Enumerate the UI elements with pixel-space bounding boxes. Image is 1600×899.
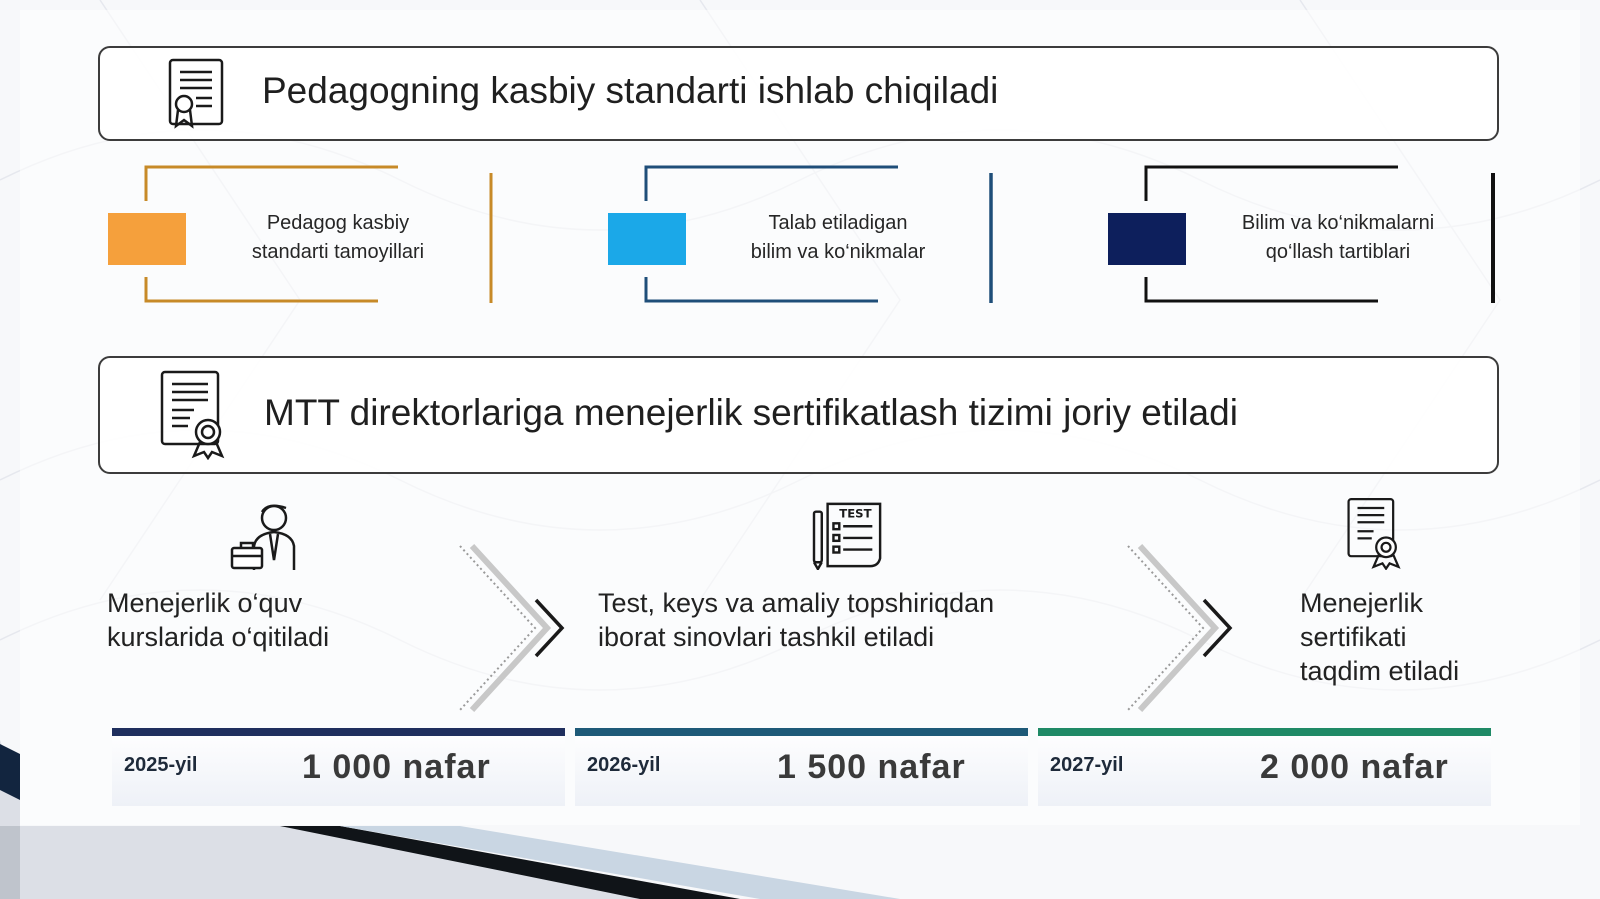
step-testing-text: Test, keys va amaliy topshiriqdan iborat…: [598, 586, 994, 654]
timeline-bar: [112, 728, 565, 736]
pillar-label: Pedagog kasbiy standarti tamoyillari: [218, 209, 458, 267]
orange-square-marker: [108, 213, 186, 265]
chevron-right-icon: [459, 543, 565, 713]
pillar-frame: [644, 165, 993, 303]
navy-square-marker: [1108, 213, 1186, 265]
chevron-right-icon: [1127, 543, 1233, 713]
timeline-2026: 2026-yil 1 500 nafar: [575, 728, 1028, 806]
step-text-line: Menejerlik: [1300, 588, 1424, 618]
timeline-count: 1 000 nafar: [302, 748, 491, 786]
step-text-line: sertifikati: [1300, 622, 1407, 652]
svg-text:TEST: TEST: [839, 507, 871, 521]
pillar-standard-principles: Pedagog kasbiy standarti tamoyillari: [108, 165, 513, 315]
standard-banner: Pedagogning kasbiy standarti ishlab chiq…: [98, 46, 1499, 141]
certificate-document-icon: [1347, 497, 1401, 570]
pillar-frame: [1144, 165, 1495, 303]
step-text-line: iborat sinovlari tashkil etiladi: [598, 622, 935, 652]
timeline-count: 1 500 nafar: [777, 748, 966, 786]
pillar-label-line: qo‘llash tartiblari: [1265, 241, 1411, 263]
step-training-text: Menejerlik o‘quv kurslarida o‘qitiladi: [107, 586, 329, 654]
standard-banner-title: Pedagogning kasbiy standarti ishlab chiq…: [262, 70, 999, 111]
certification-banner-title: MTT direktorlariga menejerlik sertifikat…: [264, 392, 1238, 433]
pillar-label-line: Bilim va ko‘nikmalarni: [1241, 212, 1435, 234]
timeline-bar: [575, 728, 1028, 736]
pillar-label-line: standarti tamoyillari: [251, 241, 425, 263]
timeline-year: 2027-yil: [1050, 754, 1124, 776]
certificate-document-icon: [160, 370, 225, 460]
timeline-year: 2025-yil: [124, 754, 198, 776]
step-certificate-text: Menejerlik sertifikati taqdim etiladi: [1300, 586, 1459, 688]
certification-banner: MTT direktorlariga menejerlik sertifikat…: [98, 356, 1499, 474]
pillar-frame: [144, 165, 493, 303]
light-blue-square-marker: [608, 213, 686, 265]
timeline-bar: [1038, 728, 1491, 736]
step-text-line: Test, keys va amaliy topshiriqdan: [598, 588, 995, 618]
step-text-line: kurslarida o‘qitiladi: [107, 622, 330, 652]
step-text-line: Menejerlik o‘quv: [107, 588, 303, 618]
pillar-label-line: Pedagog kasbiy: [266, 212, 410, 234]
test-sheet-icon: TEST: [812, 502, 882, 570]
pillar-label-line: bilim va ko‘nikmalar: [750, 241, 926, 263]
decorative-stripes: [0, 740, 900, 899]
pillar-label: Talab etiladigan bilim va ko‘nikmalar: [718, 209, 958, 267]
pillar-label: Bilim va ko‘nikmalarni qo‘llash tartibla…: [1218, 209, 1458, 267]
timeline-2027: 2027-yil 2 000 nafar: [1038, 728, 1491, 806]
step-text-line: taqdim etiladi: [1300, 656, 1460, 686]
pillar-application-rules: Bilim va ko‘nikmalarni qo‘llash tartibla…: [1108, 165, 1513, 315]
certificate-document-icon: [168, 58, 224, 129]
timeline-count: 2 000 nafar: [1260, 748, 1449, 786]
pillar-required-knowledge: Talab etiladigan bilim va ko‘nikmalar: [608, 165, 1013, 315]
timeline-2025: 2025-yil 1 000 nafar: [112, 728, 565, 806]
manager-briefcase-icon: [230, 504, 296, 570]
timeline-year: 2026-yil: [587, 754, 661, 776]
pillar-label-line: Talab etiladigan: [768, 212, 908, 234]
